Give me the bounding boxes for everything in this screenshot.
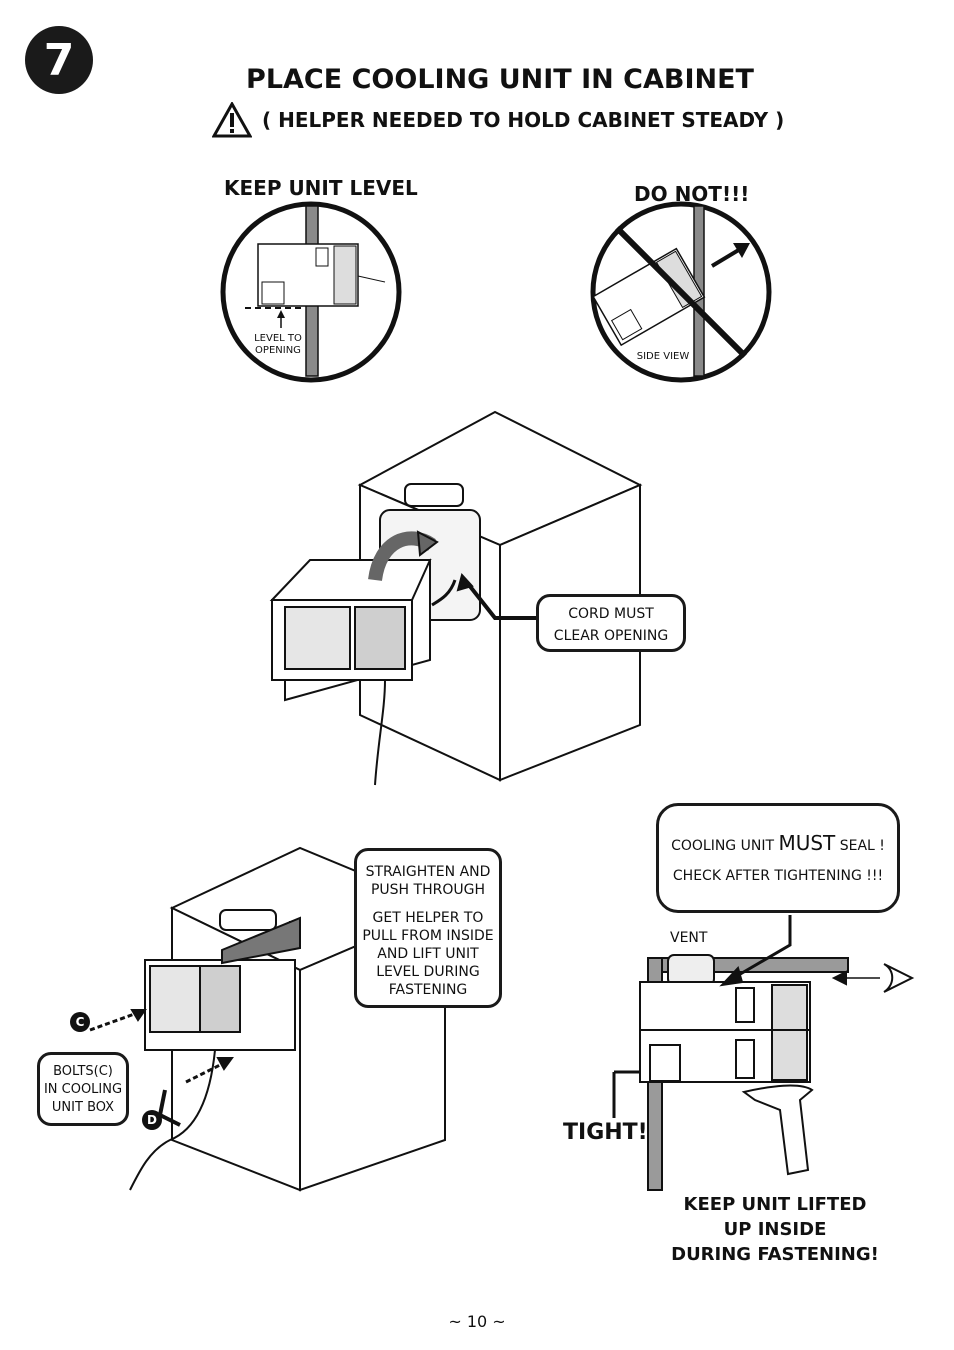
straighten-line7: FASTENING xyxy=(388,982,468,998)
side-view-note: SIDE VIEW xyxy=(636,351,690,362)
warning-row: ( HELPER NEEDED TO HOLD CABINET STEADY ) xyxy=(212,102,784,138)
straighten-line1: STRAIGHTEN AND xyxy=(365,864,491,880)
tight-label: TIGHT! xyxy=(563,1120,648,1145)
level-note-line2: OPENING xyxy=(255,345,301,356)
bolts-line1: BOLTS(C) xyxy=(53,1064,113,1079)
keep-lifted-line1: KEEP UNIT LIFTED xyxy=(683,1194,867,1215)
straighten-line6: LEVEL DURING xyxy=(376,964,480,980)
page-title: PLACE COOLING UNIT IN CABINET xyxy=(246,64,754,95)
seal-part2: SEAL ! xyxy=(835,838,885,854)
seal-callout: COOLING UNIT MUST SEAL ! CHECK AFTER TIG… xyxy=(656,803,900,913)
keep-lifted-text: KEEP UNIT LIFTED UP INSIDE DURING FASTEN… xyxy=(660,1192,890,1267)
keep-lifted-line3: DURING FASTENING! xyxy=(671,1244,879,1265)
part-label-c: C xyxy=(70,1012,90,1032)
vent-label: VENT xyxy=(670,930,708,946)
cord-callout: CORD MUST CLEAR OPENING xyxy=(536,594,686,652)
seal-must: MUST xyxy=(778,831,836,855)
bolts-callout: BOLTS(C) IN COOLING UNIT BOX xyxy=(37,1052,129,1126)
do-not-heading: DO NOT!!! xyxy=(634,182,750,206)
seal-line1: COOLING UNIT MUST SEAL ! xyxy=(659,828,897,861)
part-label-d: D xyxy=(142,1110,162,1130)
seal-line2: CHECK AFTER TIGHTENING !!! xyxy=(672,868,884,884)
keep-level-heading: KEEP UNIT LEVEL xyxy=(224,176,418,200)
bolts-line2: IN COOLING xyxy=(43,1082,123,1097)
level-note-line1: LEVEL TO xyxy=(254,333,302,344)
cord-callout-line1: CORD MUST xyxy=(568,606,654,622)
warning-triangle-icon xyxy=(212,102,252,138)
straighten-line2: PUSH THROUGH xyxy=(370,882,485,898)
side-view-scene xyxy=(612,915,915,1191)
level-circle-illustration xyxy=(220,201,402,383)
cord-callout-line2: CLEAR OPENING xyxy=(553,628,669,644)
level-note: LEVEL TO OPENING xyxy=(250,333,306,357)
straighten-callout: STRAIGHTEN AND PUSH THROUGH GET HELPER T… xyxy=(354,848,502,1008)
do-not-circle-illustration xyxy=(590,201,772,383)
step-number-badge: 7 xyxy=(25,26,93,94)
page-number: ~ 10 ~ xyxy=(448,1312,506,1331)
keep-lifted-line2: UP INSIDE xyxy=(723,1219,827,1240)
seal-part1: COOLING UNIT xyxy=(671,838,779,854)
straighten-line5: AND LIFT UNIT xyxy=(377,946,479,962)
straighten-line4: PULL FROM INSIDE xyxy=(362,928,494,944)
warning-text: ( HELPER NEEDED TO HOLD CABINET STEADY ) xyxy=(262,108,785,132)
straighten-line3: GET HELPER TO xyxy=(372,910,484,926)
bolts-line3: UNIT BOX xyxy=(51,1100,115,1115)
